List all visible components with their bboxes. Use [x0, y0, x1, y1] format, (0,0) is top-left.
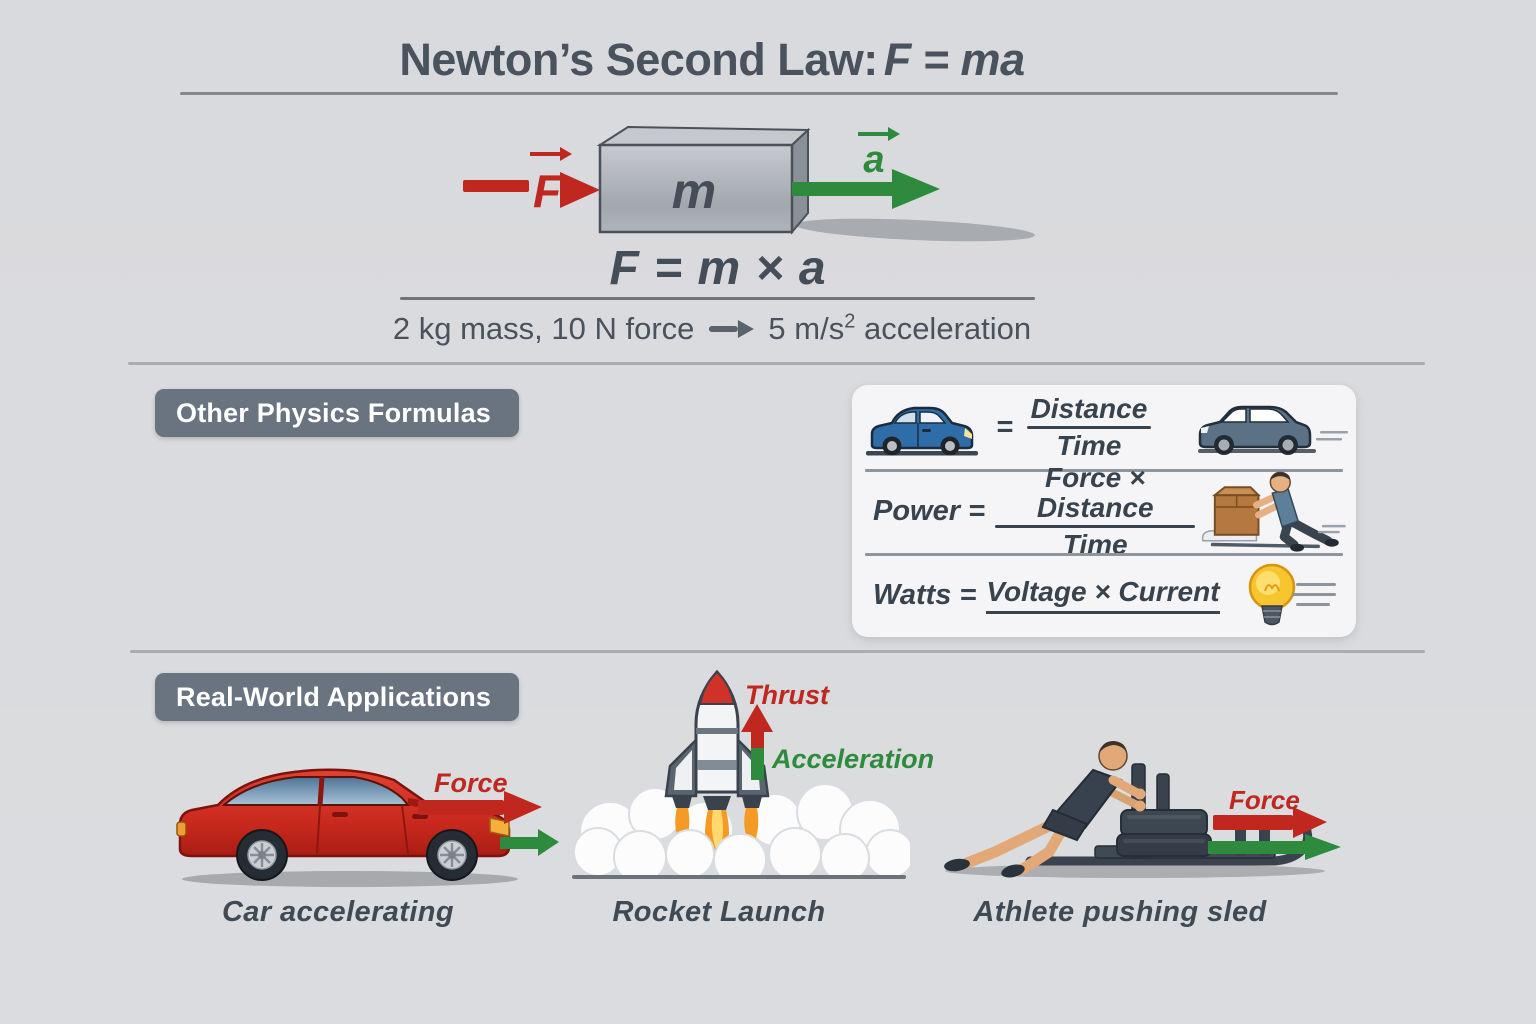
accel-vector-hat-head — [888, 127, 900, 141]
force-label: F — [533, 165, 563, 217]
title-formula: F = ma — [883, 34, 1025, 85]
example-tail: acceleration — [863, 311, 1032, 346]
rocket-launch-illustration — [573, 669, 910, 878]
force-mass-acceleration-diagram: F m a — [463, 125, 1035, 242]
mass-block-side — [791, 127, 809, 235]
formula-row-power: Power = Force × Distance Time — [852, 462, 1356, 559]
example-value: 5 m/s — [768, 311, 845, 346]
thrust-arrow-lower — [751, 746, 764, 780]
tail-light — [176, 821, 187, 837]
main-equation: F = m × a — [609, 242, 827, 295]
sled-force-label: Force — [1229, 785, 1300, 815]
equation-underline — [400, 297, 1035, 300]
speed-equals: = — [996, 410, 1013, 443]
block-shadow — [795, 218, 1035, 242]
rocket — [664, 669, 770, 810]
rear-wheel — [236, 829, 288, 881]
sled-shadow — [945, 864, 1325, 878]
page-title: Newton’s Second Law:F = ma — [399, 34, 1025, 86]
car-force-arrowhead — [504, 791, 542, 824]
sled-force-arrow-shaft — [1213, 815, 1293, 830]
car-driving-icon — [1198, 405, 1348, 455]
fraction-bar — [995, 524, 1196, 528]
speed-numerator: Distance — [1030, 392, 1148, 424]
formulas-panel: = Distance Time Power = — [852, 385, 1356, 637]
red-car-illustration — [176, 768, 559, 887]
fraction-bar — [1026, 425, 1151, 429]
person-pushing-box-icon — [1202, 471, 1347, 552]
watts-label: Watts = — [873, 578, 977, 611]
sled-force-arrowhead — [1293, 807, 1327, 838]
example-right: 5 m/s2 acceleration — [768, 311, 1031, 347]
title-underline — [180, 92, 1338, 95]
title-text: Newton’s Second Law: — [399, 34, 878, 85]
car-force-label: Force — [434, 768, 508, 798]
car-accel-arrow-shaft — [500, 837, 538, 849]
watts-expression: Voltage × Current — [986, 576, 1220, 614]
example-exponent: 2 — [844, 310, 856, 333]
rocket-accel-label: Acceleration — [772, 744, 935, 774]
accel-arrowhead — [892, 169, 940, 209]
athlete — [944, 741, 1146, 878]
section-heading-formulas: Other Physics Formulas — [155, 389, 520, 437]
power-fraction: Force × Distance Time — [995, 461, 1196, 560]
sled-caption: Athlete pushing sled — [973, 896, 1267, 928]
car-windows — [221, 776, 411, 806]
example-line: 2 kg mass, 10 N force 5 m/s2 acceleratio… — [393, 311, 1031, 347]
mass-label: m — [672, 163, 716, 219]
thrust-arrow-upper — [751, 730, 764, 748]
power-numerator: Force × Distance — [1036, 461, 1154, 523]
sled-accel-arrow-shaft — [1208, 841, 1305, 854]
car-accel-arrowhead — [538, 829, 559, 856]
speed-fraction: Distance Time — [1026, 392, 1151, 461]
lightbulb-icon — [1248, 563, 1336, 626]
thrust-arrowhead — [741, 704, 773, 732]
force-arrowhead — [560, 172, 600, 208]
car-force-arrow-shaft — [418, 800, 504, 815]
formula-row-watts: Watts = Voltage × Current — [852, 553, 1356, 637]
section-divider-top — [128, 362, 1425, 365]
panel-divider — [865, 469, 1343, 472]
athlete-pushing-sled-illustration — [944, 741, 1341, 878]
rocket-ground-line — [572, 875, 906, 879]
car-caption: Car accelerating — [221, 896, 455, 928]
power-label: Power = — [873, 494, 986, 527]
accel-label: a — [863, 139, 884, 181]
front-wheel — [426, 829, 478, 881]
formula-row-speed: = Distance Time — [852, 385, 1356, 469]
mass-block-top — [596, 125, 811, 146]
example-left: 2 kg mass, 10 N force — [392, 311, 695, 346]
speed-denominator: Time — [1056, 429, 1122, 461]
rocket-caption: Rocket Launch — [612, 896, 826, 928]
section-divider-bottom — [130, 650, 1425, 653]
force-arrow-shaft — [463, 180, 529, 192]
section-heading-applications: Real-World Applications — [155, 673, 520, 721]
force-vector-hat-head — [560, 147, 572, 161]
smoke-clouds-front — [613, 827, 870, 878]
accel-arrow-shaft — [792, 182, 892, 196]
rocket-thrust-label: Thrust — [745, 680, 829, 710]
panel-divider — [865, 553, 1343, 556]
car-side-icon — [866, 406, 978, 456]
sled-accel-arrowhead — [1305, 834, 1341, 860]
right-arrow-icon — [708, 320, 754, 338]
